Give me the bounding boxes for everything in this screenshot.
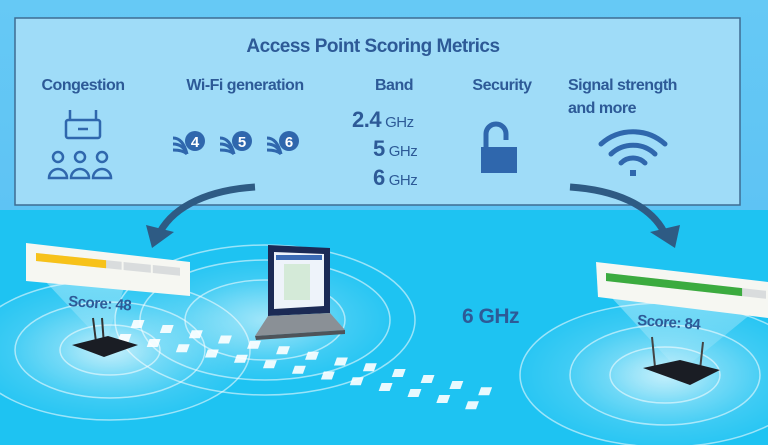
wifi-5-icon: 5: [219, 131, 252, 156]
data-packet: [291, 365, 306, 374]
wifi-generation-number: 4: [191, 134, 200, 151]
data-packet: [436, 395, 451, 404]
wifi-generation-number: 6: [285, 134, 293, 151]
data-packet: [362, 363, 377, 372]
data-packet: [378, 383, 393, 392]
data-packet: [391, 369, 406, 378]
label-signal-line1: Signal strength: [568, 77, 677, 94]
score-bar-segment: [735, 287, 766, 299]
wifi-signal-icon: [598, 129, 668, 176]
router-icon: [643, 360, 720, 385]
data-packet: [478, 387, 493, 396]
label-wifi-generation: Wi-Fi generation: [186, 77, 303, 94]
data-packet: [262, 360, 277, 369]
label-band: Band: [375, 77, 413, 94]
panel-title: Access Point Scoring Metrics: [246, 36, 499, 57]
data-packet: [130, 320, 145, 328]
data-packet: [159, 325, 174, 334]
left-score-bar: [36, 253, 180, 276]
wifi-6-icon: 6: [266, 131, 299, 156]
label-congestion: Congestion: [42, 77, 125, 94]
router-icon: [72, 336, 138, 357]
data-packet: [146, 339, 161, 348]
data-packet: [217, 335, 232, 344]
right-access-point: Score: 84: [596, 262, 768, 385]
metrics-panel: Access Point Scoring Metrics Congestion …: [14, 17, 741, 206]
data-packets: [117, 320, 493, 410]
data-packet: [175, 344, 190, 353]
router-icon: [64, 110, 102, 140]
arrow-to-left-ap: [146, 183, 256, 248]
right-score-card: [596, 262, 768, 318]
link-band-label: 6 GHz: [462, 305, 519, 328]
data-packet: [233, 354, 248, 363]
data-packet: [204, 349, 219, 358]
left-score-label: Score: 48: [68, 293, 132, 314]
wifi-generation-icons: 4 5 6: [172, 131, 299, 156]
data-packet: [420, 375, 435, 383]
left-access-point: Score: 48: [26, 243, 190, 357]
laptop: [255, 245, 345, 340]
label-security: Security: [472, 77, 532, 94]
data-packet: [305, 351, 319, 360]
right-score-bar: [606, 273, 766, 299]
data-packet: [188, 330, 203, 339]
wifi-generation-number: 5: [238, 134, 246, 151]
score-bar-segment: [152, 265, 180, 276]
data-packet: [449, 381, 464, 390]
score-bar-segment: [123, 262, 151, 273]
data-packet: [407, 389, 422, 397]
data-packet: [349, 377, 364, 386]
people-group-icon: [47, 150, 113, 180]
unlocked-padlock-icon: [481, 121, 517, 173]
arrow-to-right-ap: [569, 183, 680, 248]
score-bar-fill: [606, 273, 743, 297]
data-packet: [320, 371, 335, 380]
score-bar-fill: [36, 253, 107, 269]
data-packet: [247, 340, 261, 349]
data-packet: [276, 346, 290, 355]
data-packet: [333, 357, 348, 366]
wifi-4-icon: 4: [172, 131, 205, 156]
right-score-label: Score: 84: [637, 312, 702, 333]
label-signal-line2: and more: [568, 100, 637, 117]
data-packet: [465, 401, 479, 410]
